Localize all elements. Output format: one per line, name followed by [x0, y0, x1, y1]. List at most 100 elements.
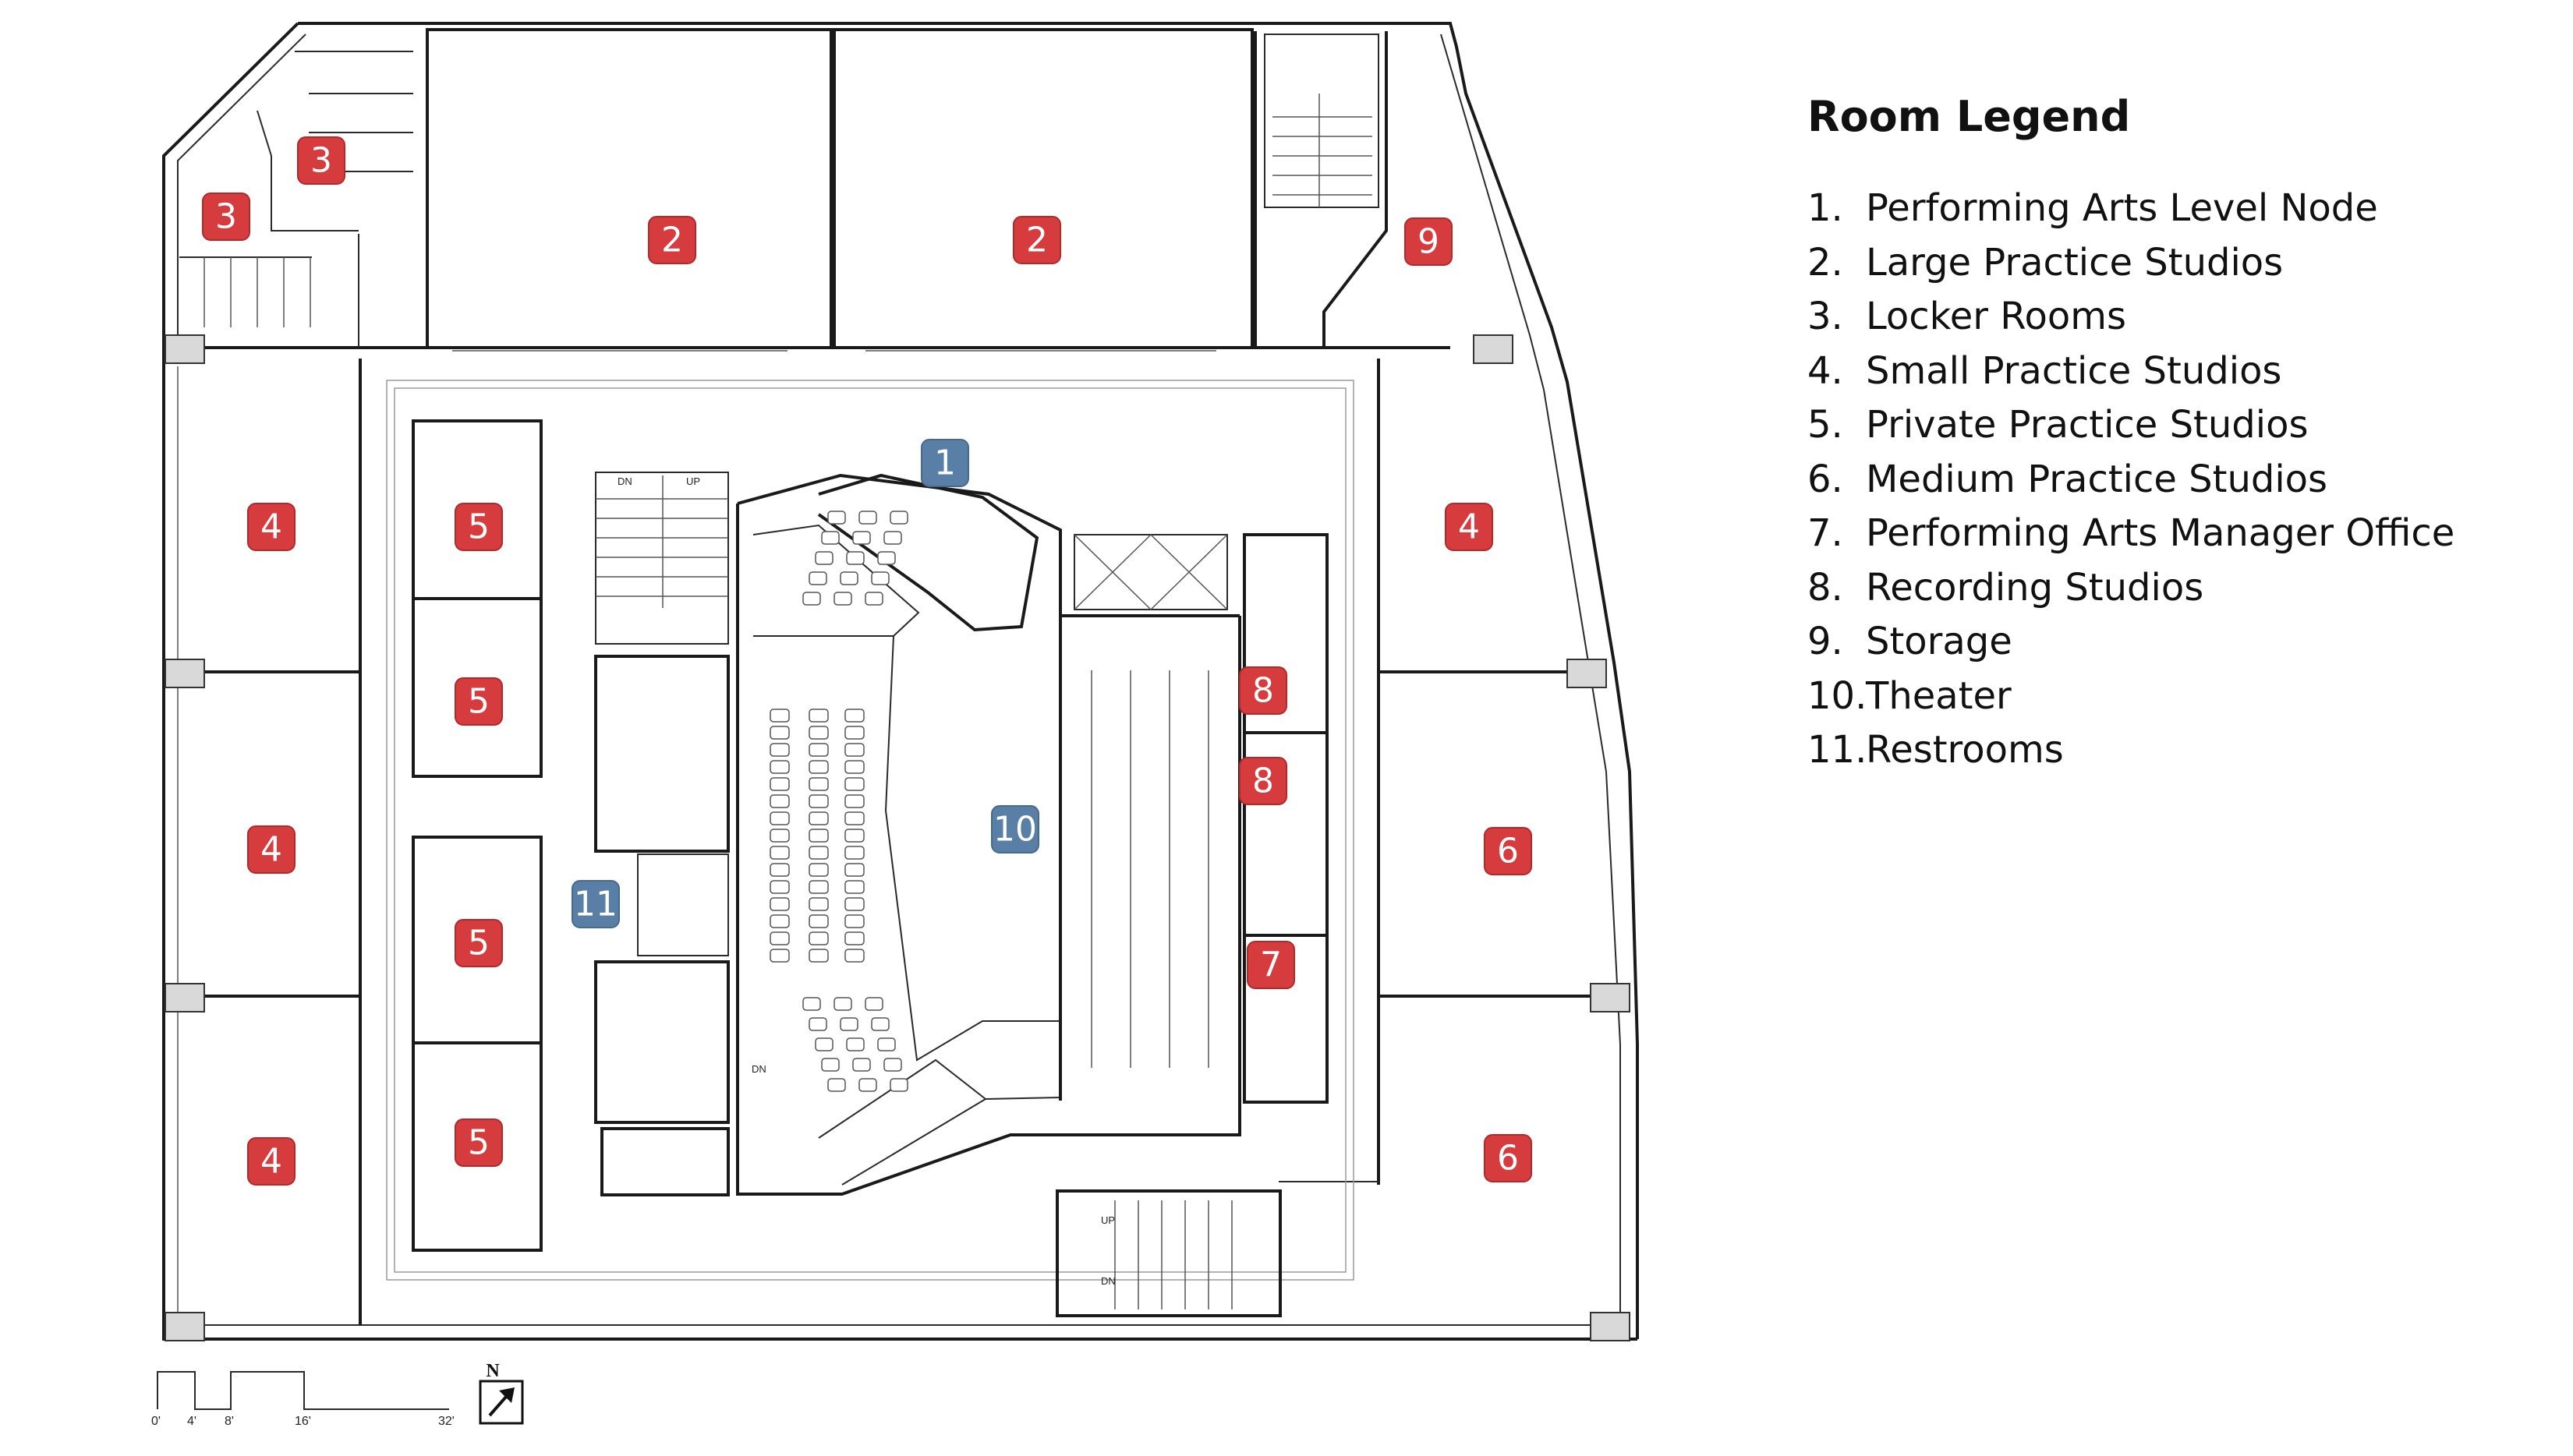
svg-text:10: 10 [993, 810, 1037, 850]
legend-item: 8.Recording Studios [1807, 561, 2454, 616]
room-tag-6[interactable]: 6 [1484, 1134, 1532, 1182]
legend-item: 7. Performing Arts Manager Office [1807, 507, 2454, 561]
seat [815, 551, 833, 565]
room-tag-10[interactable]: 10 [991, 805, 1039, 853]
seat [770, 914, 790, 928]
seat [770, 794, 790, 808]
seat [871, 571, 890, 585]
seat [802, 592, 821, 606]
stair-down-label: DN [618, 475, 632, 487]
seat [844, 931, 865, 945]
seat [809, 743, 829, 757]
seat [809, 1017, 827, 1031]
scale-tick-label: 8' [225, 1415, 234, 1428]
svg-text:5: 5 [468, 924, 490, 963]
seat [844, 949, 865, 963]
seat [770, 931, 790, 945]
structural-columns [165, 334, 1630, 1341]
room-tag-4[interactable]: 4 [247, 1137, 296, 1186]
seat [770, 743, 790, 757]
seat [815, 1037, 833, 1051]
seat [770, 846, 790, 860]
legend-item: 3.Locker Rooms [1807, 290, 2454, 345]
seat [809, 880, 829, 894]
room-tag-4[interactable]: 4 [247, 825, 296, 874]
legend-item: 4.Small Practice Studios [1807, 345, 2454, 399]
seat [770, 726, 790, 740]
theater-seating [770, 511, 908, 1092]
seat [840, 1017, 858, 1031]
legend-item: 9. Storage [1807, 615, 2454, 670]
seat [844, 880, 865, 894]
seat [844, 863, 865, 877]
legend-item-number: 5. [1807, 403, 1843, 447]
east-studios [1279, 359, 1630, 1185]
room-tag-4[interactable]: 4 [1445, 503, 1493, 551]
seat [770, 760, 790, 774]
seat [883, 1058, 902, 1072]
room-tag-2[interactable]: 2 [1013, 216, 1061, 264]
room-tags: 1 2 2 3 3 4 4 4 4 5 5 5 5 6 6 7 8 8 9 10… [202, 136, 1532, 1186]
seat [770, 949, 790, 963]
room-tag-11[interactable]: 11 [572, 880, 620, 928]
legend-item-label: Restrooms [1866, 728, 2064, 772]
scale-tick-label: 4' [187, 1415, 196, 1428]
legend-item-number: 7. [1807, 511, 1843, 555]
seat [844, 743, 865, 757]
seat [844, 811, 865, 825]
seat [844, 897, 865, 911]
svg-text:2: 2 [661, 221, 683, 260]
legend-item: 6.Medium Practice Studios [1807, 453, 2454, 507]
seat [844, 709, 865, 723]
legend-item-label: Storage [1866, 620, 2012, 663]
svg-text:4: 4 [260, 1142, 282, 1182]
svg-text:8: 8 [1252, 671, 1274, 711]
room-tag-8[interactable]: 8 [1239, 757, 1287, 805]
room-tag-5[interactable]: 5 [455, 919, 503, 967]
seat [844, 760, 865, 774]
stair-down-label: DN [752, 1063, 766, 1075]
legend-item-number: 10. [1807, 673, 1867, 718]
room-tag-4[interactable]: 4 [247, 503, 296, 551]
svg-text:5: 5 [468, 682, 490, 722]
seat [809, 726, 829, 740]
seat [877, 1037, 896, 1051]
room-tag-5[interactable]: 5 [455, 503, 503, 551]
seat [809, 829, 829, 843]
room-tag-6[interactable]: 6 [1484, 827, 1532, 875]
room-tag-8[interactable]: 8 [1239, 666, 1287, 715]
seat [877, 551, 896, 565]
room-tag-5[interactable]: 5 [455, 1119, 503, 1167]
room-tag-3[interactable]: 3 [202, 193, 250, 241]
floor-plan: DN UP DN UP DN 1 2 2 3 3 4 4 4 4 5 5 5 5… [151, 22, 1639, 1428]
room-tag-7[interactable]: 7 [1247, 941, 1295, 989]
stair-labels: DN UP DN UP DN [618, 475, 1116, 1287]
legend-item-number: 8. [1807, 565, 1843, 610]
svg-text:3: 3 [310, 141, 332, 181]
svg-text:4: 4 [260, 830, 282, 870]
scale-tick-label: 16' [295, 1415, 311, 1428]
legend-item-label: Private Practice Studios [1866, 403, 2309, 447]
room-tag-2[interactable]: 2 [648, 216, 696, 264]
seat [844, 794, 865, 808]
room-tag-1[interactable]: 1 [921, 439, 969, 487]
svg-text:7: 7 [1260, 945, 1282, 985]
seat [770, 709, 790, 723]
seat [809, 949, 829, 963]
room-tag-5[interactable]: 5 [455, 677, 503, 726]
svg-text:5: 5 [468, 1123, 490, 1163]
seat [809, 914, 829, 928]
seat [858, 511, 877, 525]
room-tag-3[interactable]: 3 [297, 136, 345, 185]
seat [770, 777, 790, 791]
legend-item: 2.Large Practice Studios [1807, 236, 2454, 291]
seat [890, 511, 908, 525]
seat [844, 846, 865, 860]
legend-item-number: 4. [1807, 348, 1843, 393]
svg-text:5: 5 [468, 507, 490, 547]
stair-up-label: UP [1101, 1214, 1115, 1226]
legend-item-number: 9. [1807, 620, 1843, 663]
room-tag-9[interactable]: 9 [1404, 217, 1453, 266]
seat [858, 1078, 877, 1092]
legend-item-label: Performing Arts Manager Office [1866, 511, 2455, 555]
